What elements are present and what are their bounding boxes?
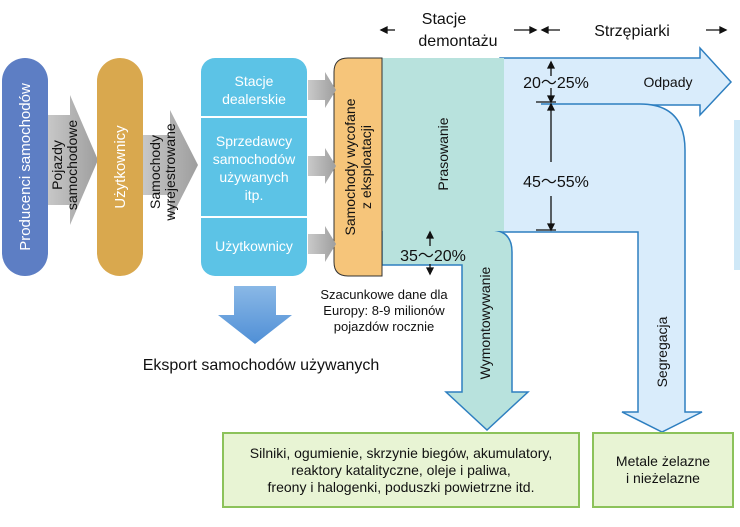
waste-percent: 20～25% xyxy=(523,75,589,92)
metals-line1: Metale żelazne xyxy=(615,453,711,469)
users-pill xyxy=(97,58,143,276)
withdrawn-label-line2: z eksploatacji xyxy=(358,125,374,209)
used-dealers-line1: Sprzedawcy xyxy=(216,133,292,149)
middle-percent: 45～55% xyxy=(523,174,589,191)
arrow-dealer-to-withdrawn xyxy=(308,72,336,108)
vehicles-label-line1: Pojazdy xyxy=(49,140,65,190)
edge-decoration xyxy=(734,120,740,270)
shredder-region-fill xyxy=(501,59,541,231)
parts-output-box: Silniki, ogumienie, skrzynie biegów, aku… xyxy=(222,432,580,508)
parts-line2: reaktory katalityczne, oleje i paliwa, xyxy=(291,461,511,478)
registered-label-line2: wyrejestrowane xyxy=(162,123,178,221)
parts-line3: freony i halogenki, poduszki powietrzne … xyxy=(267,478,535,495)
header-arrows xyxy=(379,25,728,35)
arrow-users2-to-withdrawn xyxy=(308,226,336,262)
producers-label: Producenci samochodów xyxy=(17,83,34,251)
pressing-region xyxy=(380,58,504,231)
dismantle-percent: 35～20% xyxy=(400,248,466,265)
dealer-label-line2: dealerskie xyxy=(222,91,286,107)
export-label: Eksport samochodów używanych xyxy=(143,357,380,374)
users-label: Użytkownicy xyxy=(112,125,129,209)
waste-label: Odpady xyxy=(643,74,692,90)
percent-markers xyxy=(425,60,556,276)
header-shredders: Strzępiarki xyxy=(594,23,670,40)
metals-line2: i nieżelazne xyxy=(626,470,700,486)
segregation-flow xyxy=(499,103,703,433)
export-arrow xyxy=(218,286,292,344)
dealer-label-line1: Stacje xyxy=(235,73,274,89)
used-dealers-line4: itp. xyxy=(245,187,264,203)
users2-label: Użytkownicy xyxy=(215,238,293,254)
estimate-line1: Szacunkowe dane dla xyxy=(320,287,448,302)
metals-output-box: Metale żelazne i nieżelazne xyxy=(592,432,734,508)
estimate-line2: Europy: 8-9 milionów xyxy=(323,303,445,318)
pressing-label: Prasowanie xyxy=(435,117,451,190)
arrow-users-to-sellers xyxy=(140,110,198,220)
vehicles-label-line2: samochodowe xyxy=(64,120,80,210)
arrow-sellers-to-withdrawn xyxy=(308,148,336,184)
withdrawn-label-line1: Samochody wycofane xyxy=(342,98,358,235)
segregation-label: Segregacja xyxy=(654,316,670,387)
used-dealers-line2: samochodów xyxy=(213,151,296,167)
withdrawn-vehicles-box xyxy=(333,57,383,277)
dismantling-label: Wymontowywanie xyxy=(477,266,493,379)
arrow-producers-to-users xyxy=(46,95,98,225)
estimate-line3: pojazdów rocznie xyxy=(334,319,434,334)
sellers-block xyxy=(201,58,307,276)
producers-pill xyxy=(2,58,48,276)
header-stations-line2: demontażu xyxy=(418,33,497,50)
registered-label-line1: Samochody xyxy=(147,135,163,209)
parts-line1: Silniki, ogumienie, skrzynie biegów, aku… xyxy=(249,444,553,461)
header-stations-line1: Stacje xyxy=(422,11,467,28)
used-dealers-line3: używanych xyxy=(219,169,288,185)
